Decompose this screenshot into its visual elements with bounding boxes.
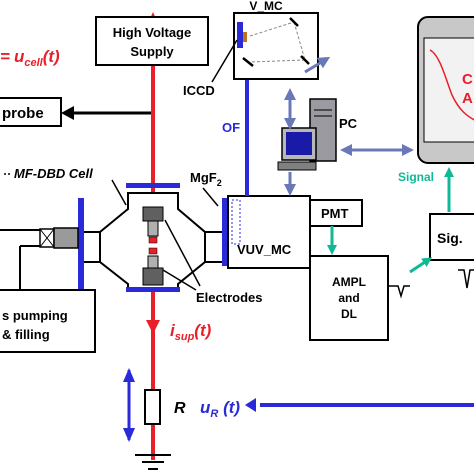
electrode-gap-top xyxy=(148,236,158,244)
hv-supply-line1: High Voltage xyxy=(113,25,191,40)
pc-label: PC xyxy=(339,116,358,131)
iccd-leader xyxy=(211,39,238,83)
pumping-box xyxy=(0,289,96,353)
r-label: R xyxy=(174,400,186,417)
probe-arrowhead xyxy=(61,106,74,120)
electrodes-leader-2 xyxy=(164,219,201,287)
scope-text-2: A xyxy=(462,90,473,107)
scope-text-1: C xyxy=(462,71,473,88)
electrode-top-stem xyxy=(147,220,159,237)
ur-tail-arrow xyxy=(245,398,256,412)
isup-label: isup(t) xyxy=(170,321,212,343)
pmt-box xyxy=(309,199,363,227)
electrode-gap-bottom xyxy=(148,247,158,255)
electrodes-leader-1 xyxy=(162,269,197,291)
vuv-mc-label: VUV_MC xyxy=(237,242,292,257)
v-mc-ray-2 xyxy=(293,21,306,61)
cell-bottom-flange xyxy=(126,287,180,292)
pump-valve-x2 xyxy=(39,228,55,248)
vuv-mc-slit xyxy=(231,199,241,245)
v-mc-detector xyxy=(237,22,243,48)
ur-arrow-down xyxy=(123,428,135,442)
cell-left-window xyxy=(78,198,84,296)
pump-connector xyxy=(53,227,79,249)
hv-supply-box xyxy=(95,16,209,66)
pumping-line1: s pumping xyxy=(2,308,68,323)
ampl-to-sig-arrow xyxy=(409,257,433,274)
vuv-mc-box xyxy=(227,195,311,269)
v-mc-mirror-1 xyxy=(289,17,299,27)
cell-top-flange xyxy=(126,183,180,188)
cell-right-window xyxy=(222,198,228,266)
ur-label: uR (t) xyxy=(200,398,240,420)
mgf2-label: MgF2 xyxy=(190,170,222,188)
pmt-label: PMT xyxy=(321,206,349,221)
signal-label: Signal xyxy=(398,170,434,184)
hv-supply-line2: Supply xyxy=(130,44,174,59)
ampl-box xyxy=(309,255,389,341)
electrodes-label: Electrodes xyxy=(196,290,262,305)
scope-trace xyxy=(429,49,474,121)
sig-box xyxy=(429,213,474,261)
ampl-line2: and xyxy=(338,291,359,305)
pc-to-vmc-corner-arrow xyxy=(304,56,331,74)
scope-screen xyxy=(423,37,474,143)
v-mc-box xyxy=(233,12,319,80)
v-mc-label: V_MC xyxy=(249,0,283,13)
electrode-bottom-stem xyxy=(147,255,159,269)
electrode-top xyxy=(142,206,164,222)
v-mc-detector-2 xyxy=(243,32,247,42)
pulse-right xyxy=(458,269,474,289)
mf-dbd-label: MF-DBD Cell xyxy=(14,166,93,181)
sig-label: Sig. xyxy=(437,230,463,246)
ampl-line3: DL xyxy=(341,307,357,321)
pulse-left xyxy=(388,285,410,299)
resistor xyxy=(144,389,161,425)
v-mc-ray-3 xyxy=(249,59,306,63)
pumping-line2: & filling xyxy=(2,327,50,342)
of-label: OF xyxy=(222,120,240,135)
v-mc-mirror-3 xyxy=(242,57,254,67)
isup-arrow-down xyxy=(146,320,160,334)
ucell-label: =ucell(t) xyxy=(0,47,60,69)
v-mc-mirror-2 xyxy=(300,55,310,65)
probe-label: probe xyxy=(2,105,44,122)
v-mc-ray-1 xyxy=(249,21,295,37)
ampl-line1: AMPL xyxy=(332,275,366,289)
pc-keyboard xyxy=(277,161,317,171)
mgf2-leader xyxy=(202,187,219,207)
probe-box xyxy=(0,97,62,127)
electrode-bottom xyxy=(142,267,164,286)
iccd-label: ICCD xyxy=(183,83,215,98)
pc-screen xyxy=(286,132,312,155)
ur-arrow-up xyxy=(123,368,135,382)
cell-leader xyxy=(111,179,127,206)
